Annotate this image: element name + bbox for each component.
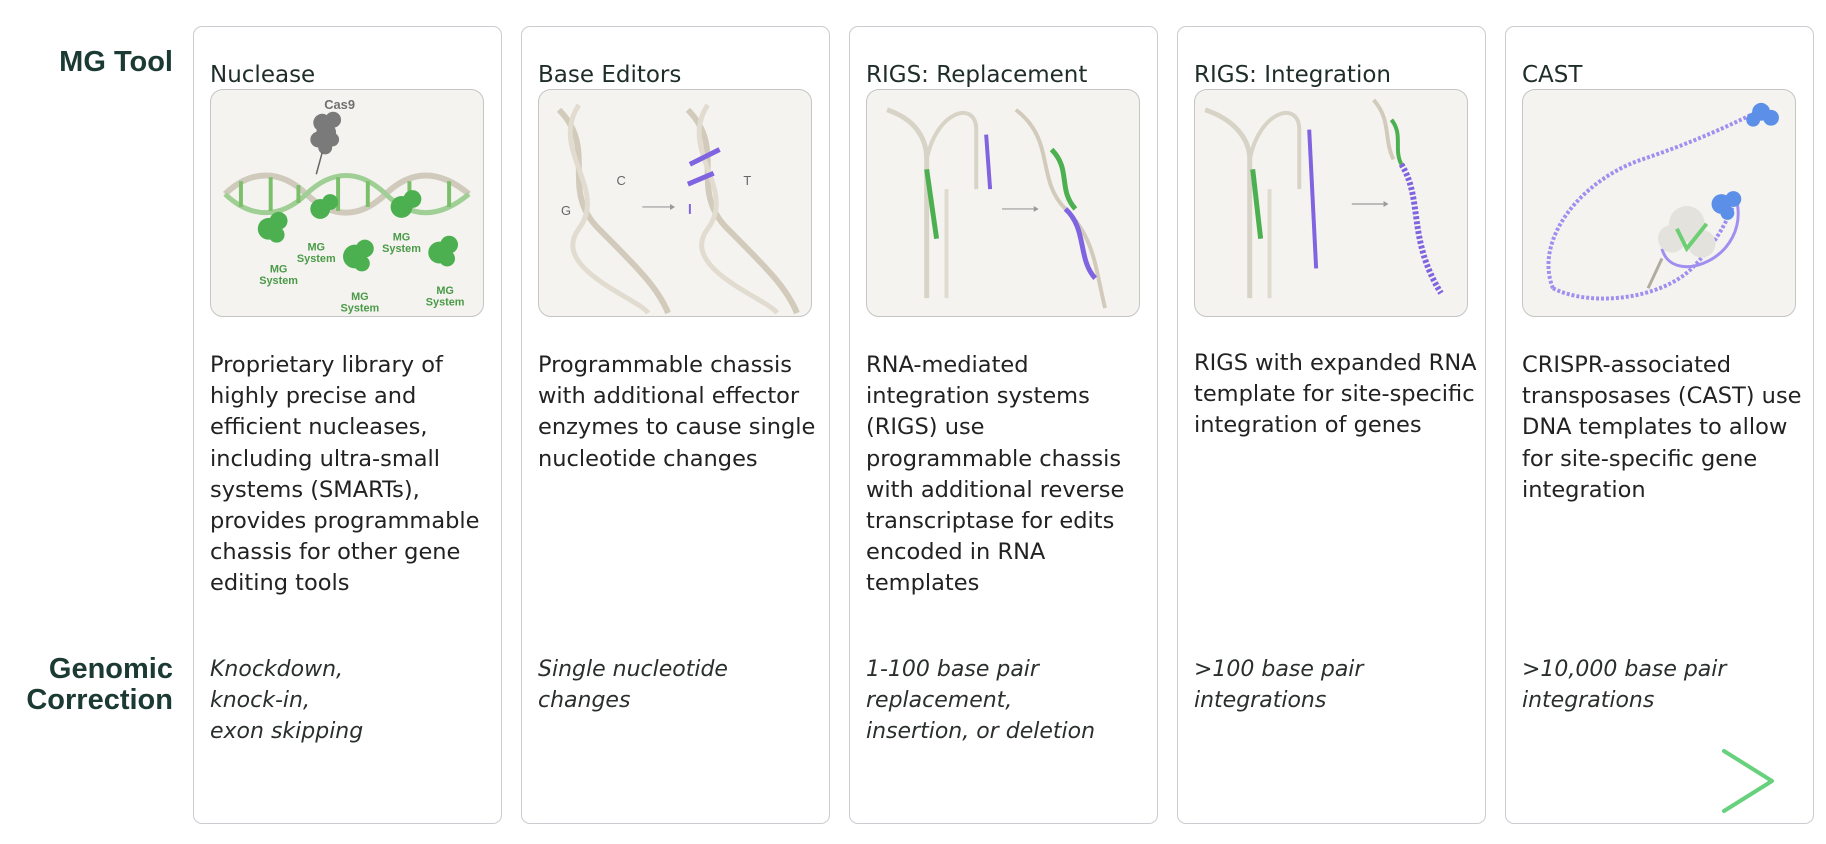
card-rigs-integration: RIGS: Integration RIGS with expanded RNA… [1177,26,1486,824]
card-description: RIGS with expanded RNA template for site… [1194,350,1477,439]
mg-system-protein-icon [390,190,422,218]
card-title: RIGS: Integration [1194,62,1391,88]
card-genomic-correction: >10,000 base pair integrations [1522,657,1727,713]
arrow-head-icon [1722,749,1774,813]
card-genomic-correction: >100 base pair integrations [1194,657,1364,713]
mg-system-protein-icon [257,211,288,243]
card-genomic-correction: Knockdown, knock-in, exon skipping [210,657,364,744]
rna-replacement-diagram [886,107,1108,309]
rna-integration-diagram [1204,98,1444,299]
card-title: CAST [1522,62,1583,88]
card-genomic-correction: 1-100 base pair replacement, insertion, … [866,657,1096,744]
card-description: RNA-mediated integration systems (RIGS) … [866,352,1125,597]
mg-system-protein-icon [343,239,374,272]
cast-transposase-diagram [1546,102,1779,301]
card-base-editors: Base Editors G C T Programmable chassis … [521,26,830,824]
rigs-replacement-illustration [866,89,1140,317]
mg-system-protein-icon [310,194,339,219]
rigs-integration-illustration [1194,89,1468,317]
row-label-genomic-correction: Genomic Correction [26,653,173,716]
base-editor-illustration: G C T [538,89,812,317]
mg-system-protein-icon [428,235,459,267]
transposase-protein-icon [1711,191,1742,220]
cast-illustration [1522,89,1796,317]
base-t-label: T [743,173,751,188]
card-description: Programmable chassis with additional eff… [538,352,816,472]
base-c-label: C [617,173,626,188]
progress-arrow [54,749,1774,813]
transposase-protein-icon [1746,102,1779,127]
card-description: CRISPR-associated transposases (CAST) us… [1522,352,1802,503]
card-genomic-correction: Single nucleotide changes [538,657,728,713]
base-edit-dna-diagram: G C T [556,103,800,315]
card-cast: CAST CRISPR-associated transposases (CAS… [1505,26,1814,824]
base-g-label: G [561,203,571,218]
cas9-label: Cas9 [324,97,355,112]
card-rigs-replacement: RIGS: Replacement RNA-mediated integrati… [849,26,1158,824]
cas9-protein-icon [310,111,342,155]
card-title: Base Editors [538,62,682,88]
card-description: Proprietary library of highly precise an… [210,352,480,597]
card-title: RIGS: Replacement [866,62,1088,88]
card-title: Nuclease [210,62,316,88]
row-label-mg-tool: MG Tool [59,46,173,78]
